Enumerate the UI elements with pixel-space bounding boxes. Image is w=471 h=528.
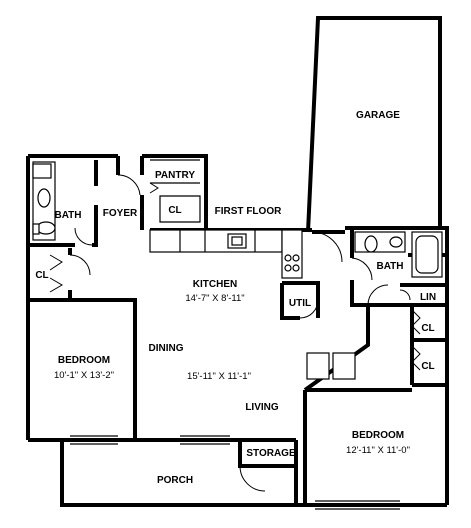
right-bedroom-dimensions: 12'-11" X 11'-0" — [346, 445, 410, 456]
pantry-label: PANTRY — [155, 170, 195, 181]
stove-burner-icon — [292, 264, 300, 272]
windows — [70, 435, 400, 510]
floor-label: FIRST FLOOR — [215, 206, 282, 217]
lin-label: LIN — [420, 292, 436, 303]
garage-walls — [306, 16, 442, 234]
kitchen-dimensions: 14'-7" X 8'-11" — [185, 293, 244, 304]
dryer-icon — [332, 352, 356, 380]
sink-icon — [227, 233, 247, 249]
kitchen-label: KITCHEN — [193, 279, 237, 290]
stove-burner-icon — [292, 254, 300, 262]
left-bedroom-dimensions: 10'-1" X 13'-2" — [54, 370, 114, 381]
interior-walls — [28, 156, 447, 505]
garage-label: GARAGE — [356, 110, 400, 121]
washer-icon — [306, 352, 330, 380]
right-closet-1-label: CL — [421, 323, 434, 334]
stove-burner-icon — [284, 254, 292, 262]
room-labels: GARAGE PANTRY CL BATH FOYER FIRST FLOOR … — [35, 110, 436, 486]
sink-icon — [389, 236, 403, 248]
util-label: UTIL — [289, 298, 311, 309]
washer-dryer — [306, 352, 356, 380]
living-label: LIVING — [245, 402, 279, 413]
left-bath-label: BATH — [54, 210, 81, 221]
right-bath-fixtures — [354, 231, 443, 278]
toilet-icon — [36, 221, 56, 235]
sink-icon — [37, 188, 51, 208]
storage-label: STORAGE — [246, 448, 296, 459]
toilet-icon — [364, 235, 378, 253]
left-closet-label: CL — [35, 270, 48, 281]
right-closet-2-label: CL — [421, 361, 434, 372]
right-bath-label: BATH — [376, 261, 403, 272]
porch-label: PORCH — [157, 475, 193, 486]
dining-label: DINING — [149, 343, 184, 354]
stove-burner-icon — [284, 264, 292, 272]
kitchen-counter — [149, 229, 303, 279]
left-bedroom-label: BEDROOM — [58, 355, 110, 366]
pantry-closet-label: CL — [168, 205, 181, 216]
right-bedroom-label: BEDROOM — [352, 430, 404, 441]
doors — [49, 174, 421, 492]
living-dimensions: 15'-11" X 11'-1" — [187, 371, 251, 382]
foyer-label: FOYER — [103, 208, 138, 219]
left-bath-fixtures — [32, 161, 56, 241]
